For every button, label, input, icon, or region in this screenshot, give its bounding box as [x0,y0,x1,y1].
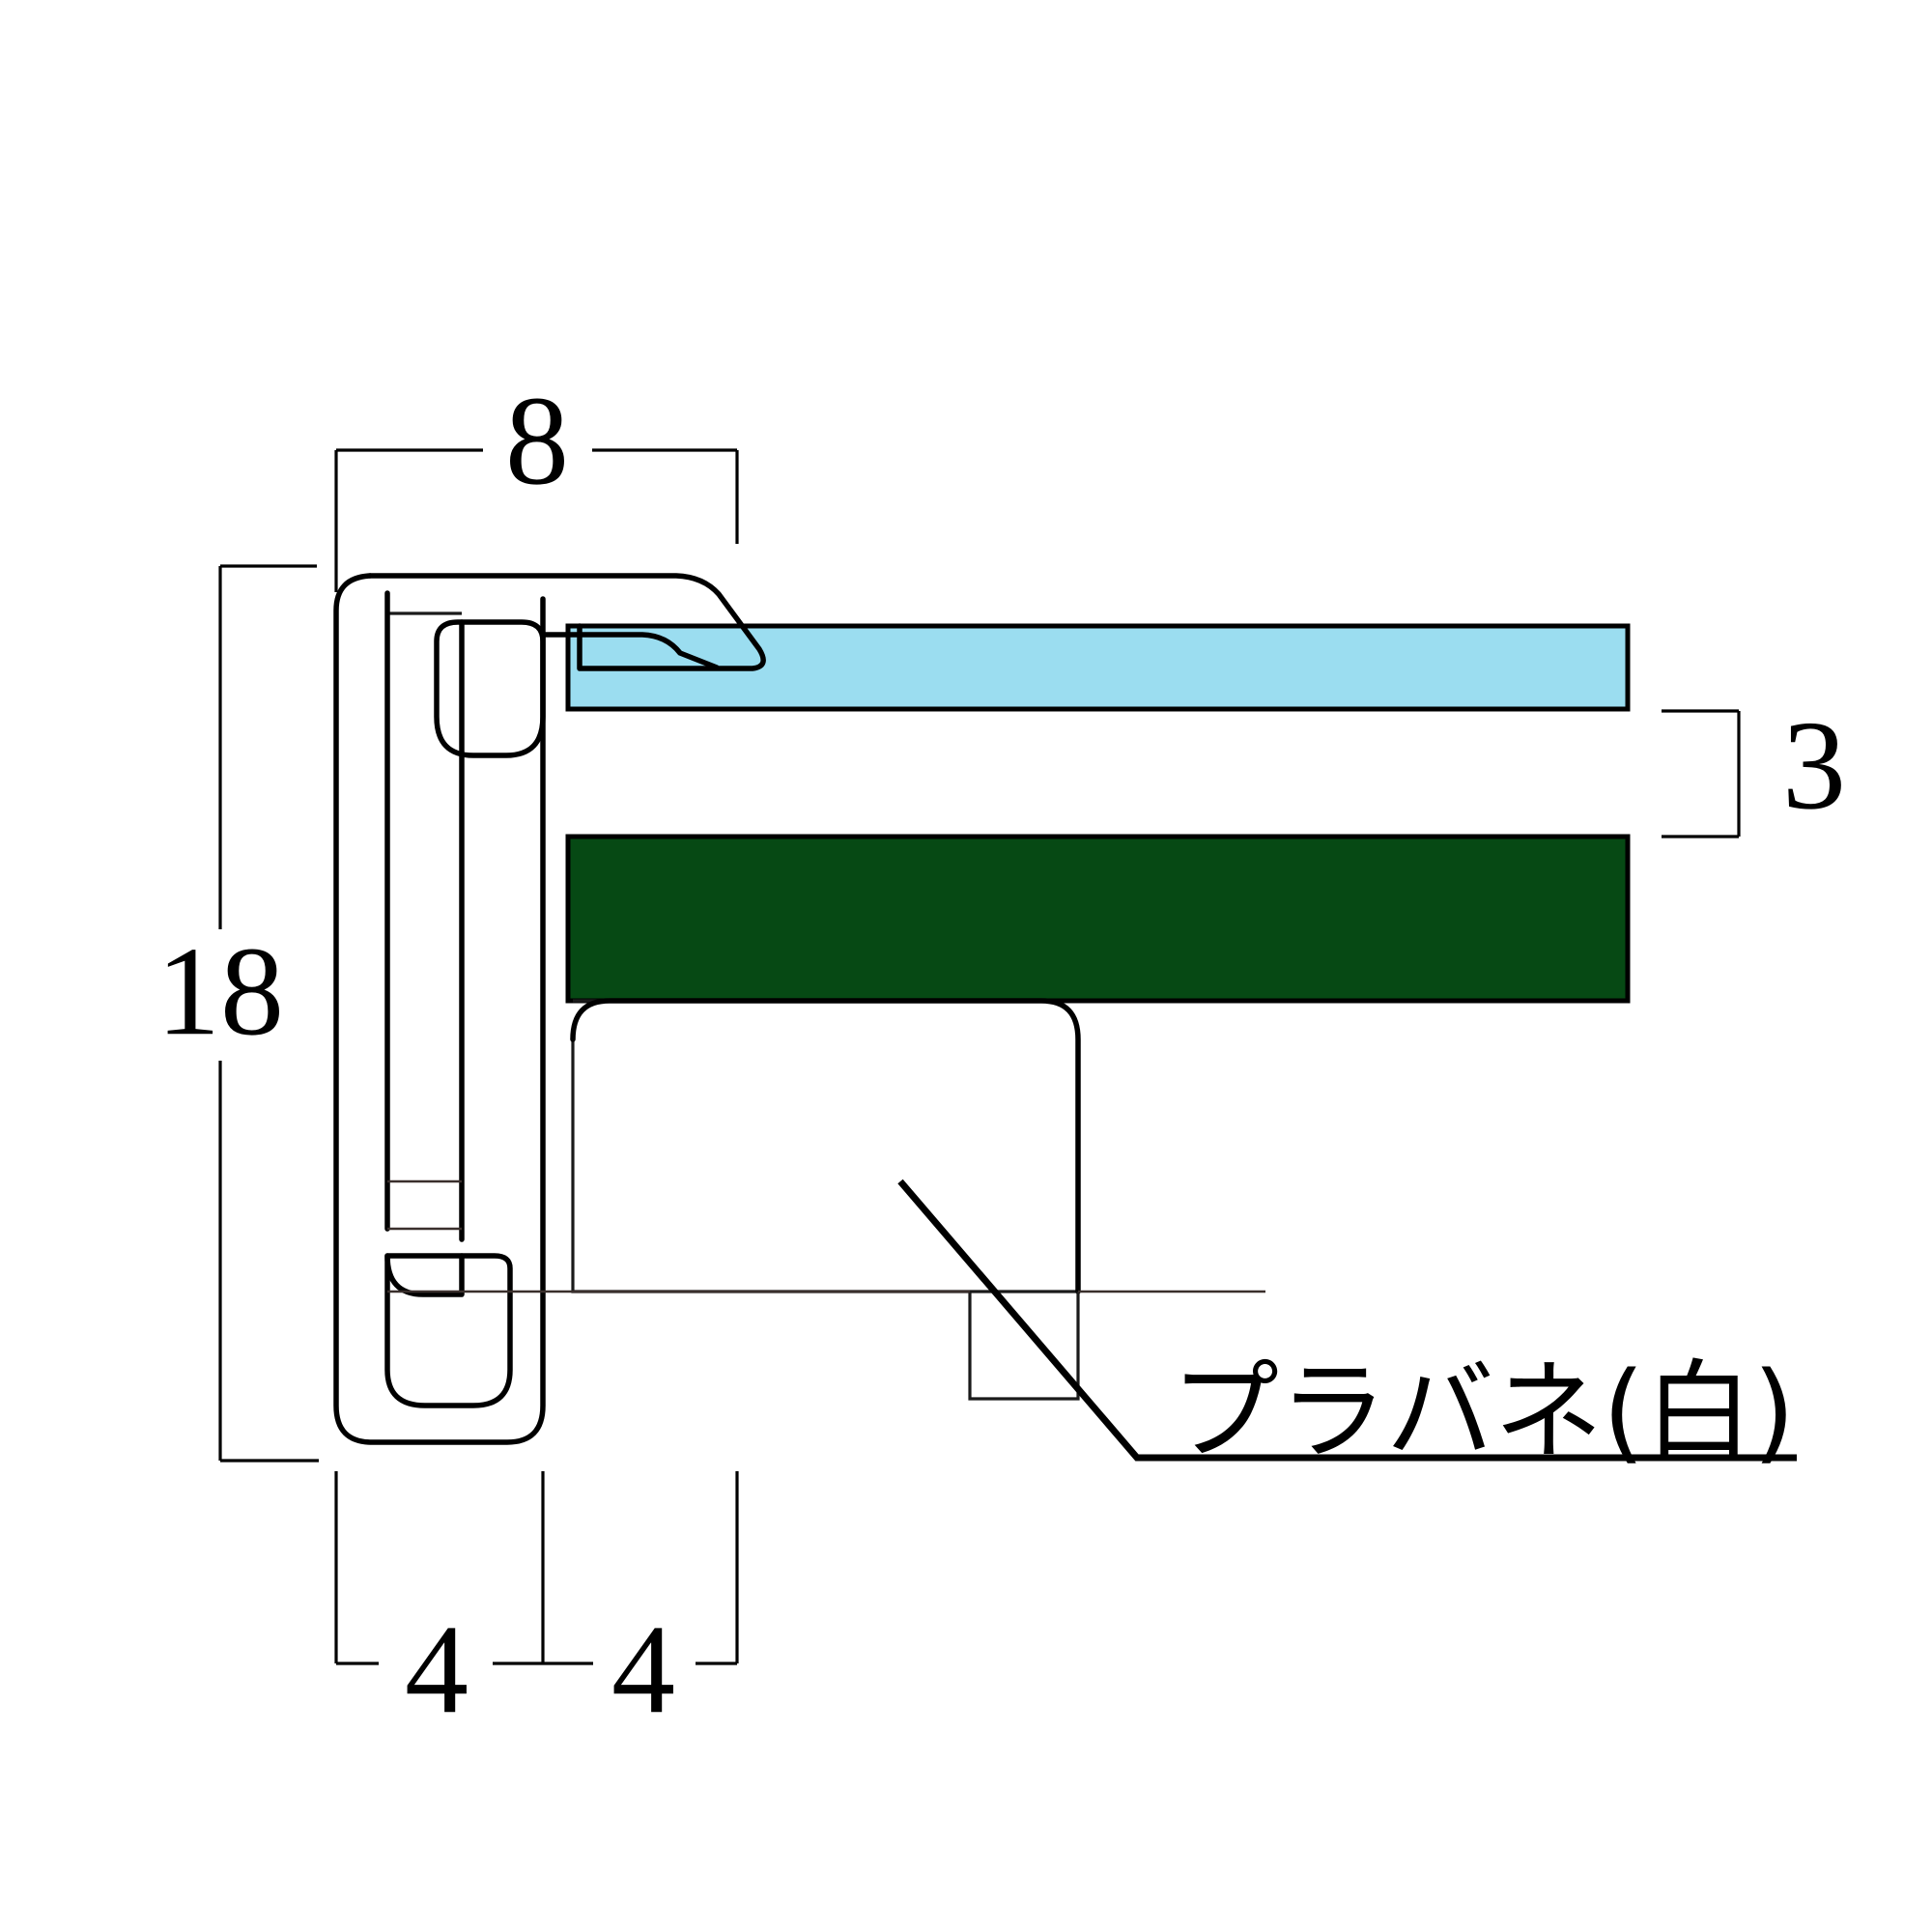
frame-outer-body [367,573,766,671]
dim-4-right-label: 4 [611,1598,675,1740]
dim-18-label: 18 [156,920,284,1062]
frame-lip-hook [434,619,546,758]
dimension-4-right: 4 [543,1471,739,1740]
dim-4-left-label: 4 [405,1598,469,1740]
frame-bottom-pocket [384,1253,465,1297]
backing-panel [565,834,1631,1004]
spring-block-notch [968,1292,1080,1401]
spring-note-label: プラバネ(白) [1171,1350,1795,1475]
dim-3-label: 3 [1782,694,1846,836]
frame-bottom-pocket-outer [384,1253,513,1408]
leader-line [897,1179,1797,1462]
spring-block [571,999,1080,1293]
spring-block-top-radius [570,998,1081,1294]
dim-8-label: 8 [505,369,569,511]
frame-top-lip-inner [540,632,720,670]
dimension-3: 3 [1662,694,1846,838]
dimension-18: 18 [156,564,319,1463]
spring-note-leader [897,1179,1797,1462]
dimension-4-left: 4 [334,1471,545,1740]
dimension-8: 8 [334,369,739,592]
frame-left-wall [333,573,546,1445]
